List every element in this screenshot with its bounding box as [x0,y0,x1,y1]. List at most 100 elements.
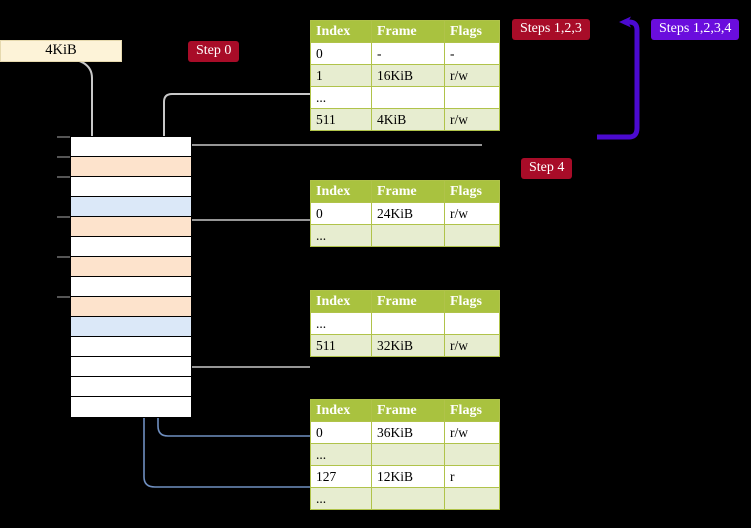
cell-index: 511 [310,334,372,357]
cell-frame [371,312,445,335]
column-header-frame: Frame [371,20,445,43]
memory-frame-row[interactable] [71,317,191,337]
cell-index: 0 [310,42,372,65]
cell-index: 127 [310,465,372,488]
cell-index: ... [310,86,372,109]
memory-frame-row[interactable] [71,137,191,157]
column-header-frame: Frame [371,290,445,313]
memory-tick-mark [57,296,70,298]
cell-flags: r/w [444,202,500,225]
frame-size-label: 4KiB [45,42,77,58]
cell-flags [444,487,500,510]
cell-flags: r/w [444,64,500,87]
column-header-flags: Flags [444,20,500,43]
column-header-index: Index [310,290,372,313]
table-row[interactable]: ... [310,443,500,466]
step-0-tag: Step 0 [188,41,240,63]
table-row[interactable]: 0-- [310,42,500,65]
table-row[interactable]: ... [310,312,500,335]
cell-index: ... [310,312,372,335]
memory-tick-mark [57,256,70,258]
steps-123-label: Steps 1,2,3 [520,21,582,36]
physical-memory-column [70,136,192,418]
memory-frame-row[interactable] [71,157,191,177]
column-header-flags: Flags [444,399,500,422]
cell-flags [444,443,500,466]
memory-frame-row[interactable] [71,277,191,297]
memory-frame-row[interactable] [71,197,191,217]
cell-frame [371,487,445,510]
cell-frame: 4KiB [371,108,445,131]
column-header-frame: Frame [371,180,445,203]
cell-flags: r/w [444,421,500,444]
steps-123-tag: Steps 1,2,3 [512,19,590,41]
frame-size-box: 4KiB [0,40,122,62]
table-row[interactable]: ... [310,487,500,510]
table-row[interactable]: ... [310,86,500,109]
cell-frame: 36KiB [371,421,445,444]
column-header-index: Index [310,20,372,43]
column-header-index: Index [310,399,372,422]
connector-steps-1234-arrow [597,16,640,140]
memory-tick-mark [57,156,70,158]
steps-1234-label: Steps 1,2,3,4 [659,21,732,36]
steps-1234-tag: Steps 1,2,3,4 [651,19,740,41]
step-4-tag: Step 4 [521,158,573,180]
cell-frame [371,443,445,466]
cell-index: ... [310,224,372,247]
column-header-flags: Flags [444,290,500,313]
memory-frame-row[interactable] [71,257,191,277]
memory-frame-row[interactable] [71,337,191,357]
column-header-index: Index [310,180,372,203]
cell-frame: 16KiB [371,64,445,87]
memory-frame-row[interactable] [71,237,191,257]
memory-tick-mark [57,176,70,178]
memory-frame-row[interactable] [71,377,191,397]
memory-frame-row[interactable] [71,397,191,417]
cell-frame [371,86,445,109]
cell-frame: 12KiB [371,465,445,488]
cell-frame: 24KiB [371,202,445,225]
cell-frame: 32KiB [371,334,445,357]
cell-flags [444,86,500,109]
cell-index: 0 [310,421,372,444]
memory-frame-row[interactable] [71,357,191,377]
table-row[interactable]: ... [310,224,500,247]
cell-index: 0 [310,202,372,225]
cell-flags: r [444,465,500,488]
memory-tick-mark [57,216,70,218]
step-4-label: Step 4 [529,160,565,175]
cell-flags: r/w [444,108,500,131]
connector-pt-entry0-up [154,326,310,437]
column-header-frame: Frame [371,399,445,422]
cell-frame: - [371,42,445,65]
memory-frame-row[interactable] [71,217,191,237]
cell-flags: r/w [444,334,500,357]
connector-pt-entry127-up [140,208,310,488]
step-0-label: Step 0 [196,43,232,58]
column-header-flags: Flags [444,180,500,203]
cell-frame [371,224,445,247]
cell-flags [444,224,500,247]
cell-flags: - [444,42,500,65]
cell-flags [444,312,500,335]
cell-index: ... [310,487,372,510]
memory-frame-row[interactable] [71,177,191,197]
memory-frame-row[interactable] [71,297,191,317]
cell-index: 1 [310,64,372,87]
